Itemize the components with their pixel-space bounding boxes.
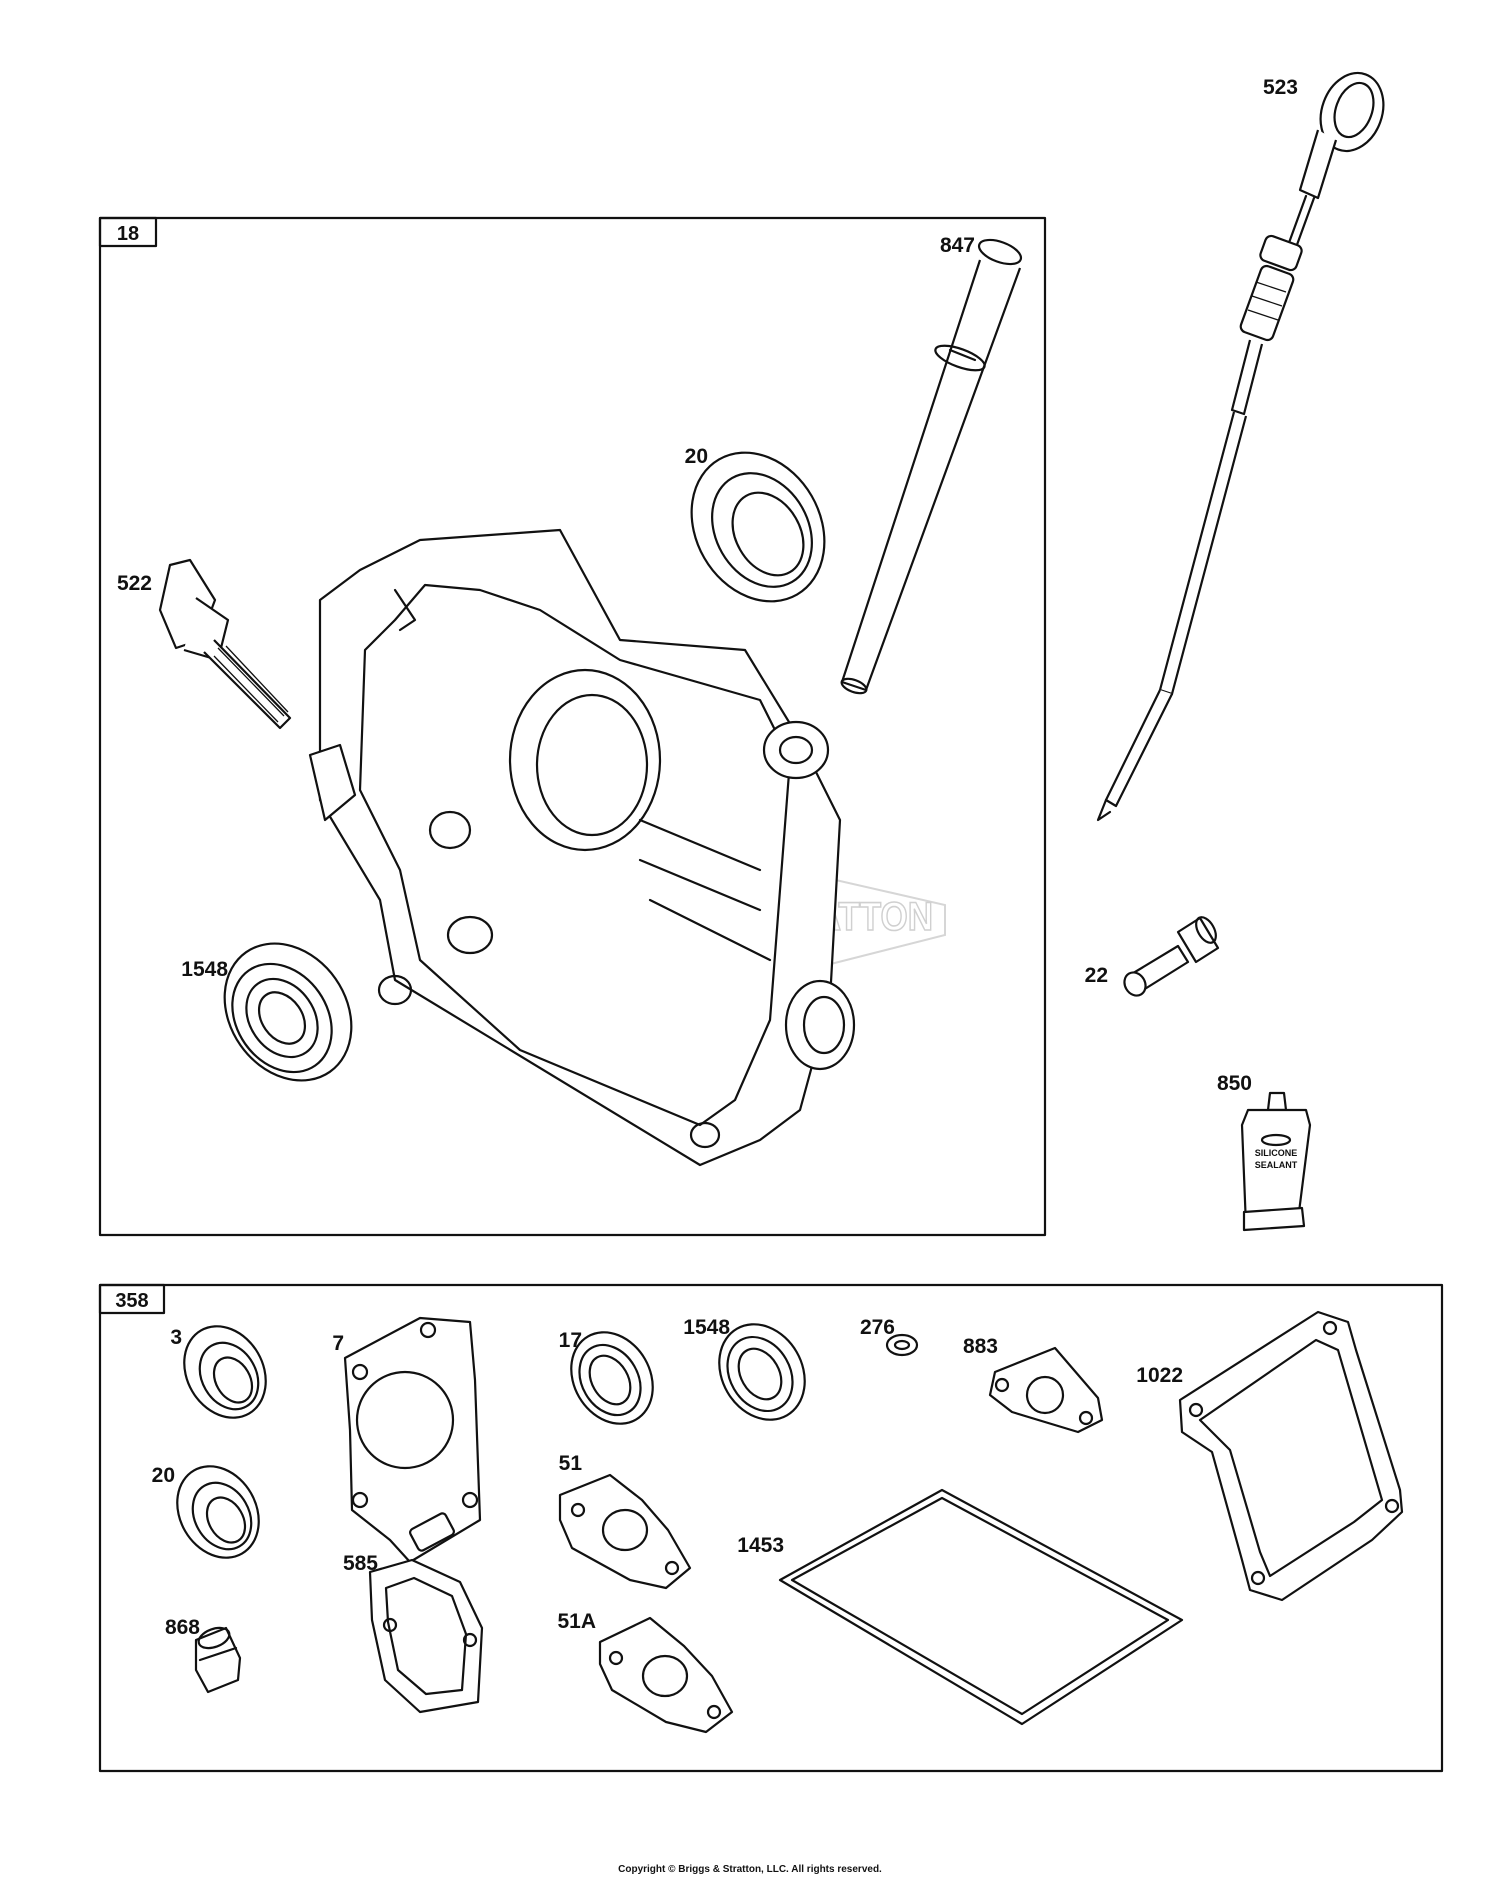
bearing-1548-illustration: [223, 942, 353, 1082]
oil-fill-plug-illustration: [158, 558, 292, 730]
callout-523: 523: [1263, 76, 1298, 99]
sealant-tube-line1: SILICONE: [1255, 1148, 1298, 1158]
kit-18-number: 18: [117, 223, 139, 245]
callout-1453: 1453: [737, 1534, 784, 1557]
callout-7: 7: [332, 1332, 344, 1355]
gasket-585-illustration: [368, 1558, 484, 1714]
head-gasket-7-illustration: [343, 1316, 482, 1564]
kit-358-number: 358: [115, 1290, 148, 1312]
gasket-51a-illustration: [598, 1616, 734, 1734]
callout-20-kit18: 20: [685, 445, 708, 468]
seal-20-kit358-illustration: [176, 1465, 260, 1559]
gasket-1453-illustration: [778, 1488, 1184, 1726]
callout-522: 522: [117, 572, 152, 595]
gasket-883-illustration: [988, 1346, 1104, 1434]
gasket-1022-illustration: [1178, 1310, 1404, 1602]
callout-17: 17: [559, 1329, 582, 1352]
valve-seal-868-illustration: [194, 1626, 242, 1694]
copyright-notice: Copyright © Briggs & Stratton, LLC. All …: [618, 1864, 882, 1875]
callout-585: 585: [343, 1552, 378, 1575]
sealant-tube-illustration: SILICONE SEALANT: [1240, 1091, 1312, 1232]
crankcase-cover-illustration: [308, 528, 856, 1167]
callout-51a: 51A: [557, 1610, 596, 1633]
bolt-illustration: [1123, 916, 1220, 997]
dipstick-illustration: [1096, 71, 1385, 822]
dipstick-tube-illustration: [840, 238, 1023, 695]
callout-3: 3: [170, 1326, 182, 1349]
callout-22: 22: [1085, 964, 1108, 987]
callout-276: 276: [860, 1316, 895, 1339]
callout-1548-kit358: 1548: [683, 1316, 730, 1339]
callout-51: 51: [559, 1452, 583, 1475]
callout-1022: 1022: [1136, 1364, 1183, 1387]
oil-seal-20-illustration: [690, 451, 826, 603]
bearing-1548-kit358-illustration: [718, 1323, 806, 1421]
sealant-tube-line2: SEALANT: [1255, 1160, 1298, 1170]
washer-276-illustration: [885, 1333, 919, 1357]
bearing-17-illustration: [570, 1331, 654, 1425]
callout-1548-kit18: 1548: [181, 958, 228, 981]
callout-850: 850: [1217, 1072, 1252, 1095]
callout-883: 883: [963, 1335, 998, 1358]
kit-18-frame: 18: [98, 216, 1047, 1237]
gasket-51-illustration: [558, 1473, 692, 1590]
callout-868: 868: [165, 1616, 200, 1639]
callout-847: 847: [940, 234, 975, 257]
callout-20-kit358: 20: [152, 1464, 175, 1487]
seal-3-illustration: [183, 1325, 267, 1419]
kit-358-frame: 358: [98, 1283, 1444, 1773]
